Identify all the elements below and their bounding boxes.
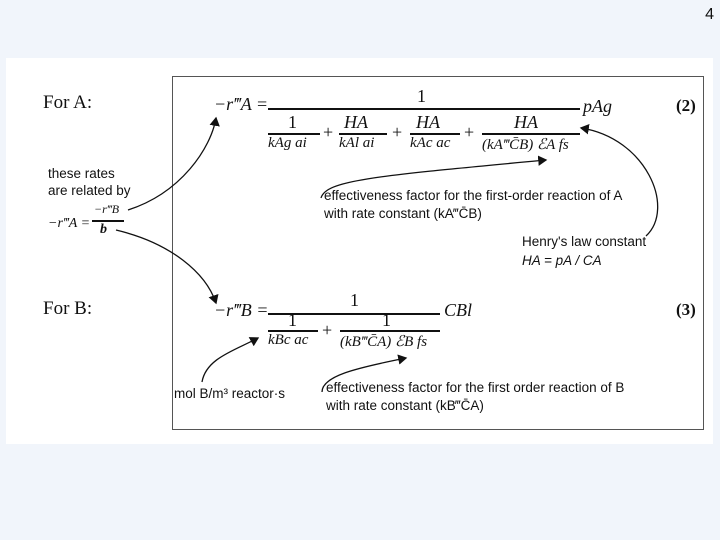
- eq-a-numerator: 1: [417, 86, 426, 106]
- label-for-b: For B:: [43, 298, 93, 319]
- eq-b-term2-bar: [340, 330, 440, 332]
- eq-a-term3-den: kAc ac: [410, 135, 451, 151]
- arrow-to-eq-b: [115, 229, 219, 305]
- arrow-to-eq-a: [127, 116, 220, 211]
- eq-b-term2-num: 1: [382, 310, 391, 330]
- eq-a-term2-den: kAl ai: [339, 135, 375, 151]
- plus-sign: +: [392, 122, 403, 142]
- eq-a-term1-bar: [268, 133, 320, 135]
- relation-lhs: −r‴A =: [48, 216, 91, 231]
- plus-sign: +: [323, 122, 334, 142]
- eq-a-term2-bar: [339, 133, 387, 135]
- arrow-units-b: [201, 337, 260, 383]
- note-henry-line1: Henry's law constant: [522, 234, 647, 249]
- plus-sign: +: [464, 122, 475, 142]
- eq-b-rhs: CBl: [444, 300, 473, 320]
- plus-sign: +: [322, 320, 333, 340]
- eq-b-numerator: 1: [350, 290, 359, 310]
- eq-b-term1-den: kBc ac: [268, 332, 309, 348]
- note-eff-b-line1: effectiveness factor for the first order…: [326, 380, 625, 395]
- eq-a-term3-bar: [410, 133, 460, 135]
- note-eff-b-line2: with rate constant (kB‴C̄A): [326, 398, 484, 413]
- eq-a-term4-bar: [482, 133, 580, 135]
- eq-a-term1-den: kAg ai: [268, 135, 307, 151]
- eq-a-rhs: pAg: [583, 96, 612, 116]
- eq-a-term4-den: (kA‴C̄B) ℰA fs: [482, 137, 569, 153]
- arrow-eff-a: [320, 155, 548, 199]
- eq-b-term1-bar: [268, 330, 318, 332]
- note-eff-a-line1: effectiveness factor for the first-order…: [324, 188, 623, 203]
- note-henry-line2: HA = pA / CA: [522, 253, 602, 268]
- eq-b-main-fraction-bar: [268, 313, 440, 315]
- annotation-arrows: [115, 116, 659, 393]
- label-for-a: For A:: [43, 92, 93, 113]
- eq-a-term1-num: 1: [288, 112, 297, 132]
- note-units-b: mol B/m³ reactor·s: [174, 386, 286, 401]
- arrow-eff-b: [321, 354, 408, 393]
- relation-fraction-bar: [92, 220, 124, 222]
- eq-a-term4-num: HA: [514, 112, 538, 132]
- slide-number: 4: [705, 6, 714, 23]
- note-rates-line2: are related by: [48, 183, 131, 198]
- relation-denominator: b: [100, 222, 107, 237]
- note-eff-a-line2: with rate constant (kA‴C̄B): [324, 206, 482, 221]
- equation-number-3: (3): [676, 300, 696, 319]
- eq-a-lhs: −r‴A =: [214, 94, 269, 114]
- equation-number-2: (2): [676, 96, 696, 115]
- equation-figure: For A: For B: (2) (3) −r‴A = 1 pAg 1 kAg…: [6, 58, 713, 444]
- note-rates-line1: these rates: [48, 166, 115, 181]
- eq-b-term2-den: (kB‴C̄A) ℰB fs: [340, 334, 428, 350]
- eq-a-term3-num: HA: [416, 112, 440, 132]
- arrow-henry: [579, 124, 659, 237]
- eq-a-term2-num: HA: [344, 112, 368, 132]
- eq-b-lhs: −r‴B =: [214, 300, 269, 320]
- relation-numerator: −r‴B: [94, 202, 120, 216]
- eq-b-term1-num: 1: [288, 310, 297, 330]
- eq-a-main-fraction-bar: [268, 108, 580, 110]
